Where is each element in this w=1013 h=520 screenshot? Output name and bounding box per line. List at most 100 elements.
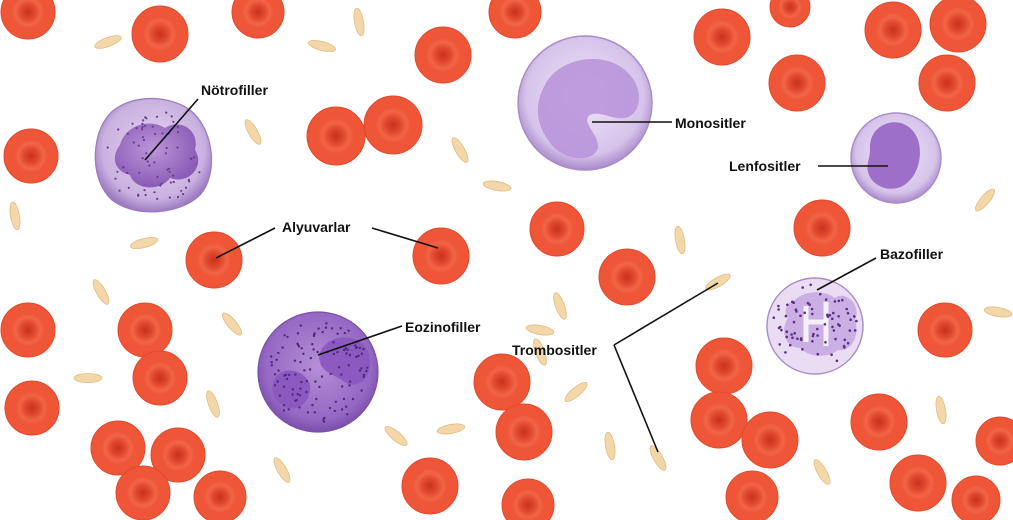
granule [801, 286, 804, 289]
red-blood-cell-center [143, 361, 177, 395]
leader-alyuvarlar-left [215, 227, 276, 259]
leader-eozinofiller [317, 325, 403, 356]
granule [314, 380, 317, 383]
granule [362, 375, 365, 379]
granule [316, 350, 319, 354]
platelet [273, 457, 291, 483]
granule [320, 375, 324, 378]
granule [778, 343, 781, 346]
granule [360, 389, 363, 392]
neutrophil-cell [94, 97, 213, 213]
granule [296, 392, 299, 396]
granule [296, 343, 300, 346]
granule [141, 157, 144, 160]
granule [791, 336, 794, 340]
granule [790, 333, 793, 336]
granule [830, 353, 833, 357]
granule [853, 315, 856, 318]
leader-notrofiller [144, 98, 199, 161]
leader-lines [144, 98, 888, 453]
granule [318, 385, 321, 389]
granule [348, 384, 351, 387]
granule [306, 411, 310, 414]
granule [168, 196, 171, 199]
platelet [221, 312, 243, 336]
granule [824, 341, 827, 344]
granule [286, 335, 289, 339]
granule [277, 369, 280, 372]
granule [355, 346, 359, 349]
granule [299, 360, 302, 364]
granule [277, 351, 280, 355]
granule [835, 359, 839, 363]
granule [346, 348, 349, 351]
granule [810, 307, 814, 311]
granule [300, 380, 303, 384]
granule [322, 418, 325, 421]
platelet [130, 236, 158, 250]
granule [303, 369, 306, 372]
granule [127, 186, 130, 189]
red-blood-cell-center [203, 480, 237, 514]
granule [360, 352, 363, 355]
platelet [983, 306, 1013, 318]
granule [141, 122, 144, 125]
granule [287, 408, 290, 411]
red-blood-cell-center [511, 488, 545, 520]
platelet [813, 459, 831, 485]
granule [144, 193, 147, 197]
granule [828, 313, 832, 317]
red-blood-cell-center [928, 313, 962, 347]
granule [334, 400, 337, 403]
platelet [384, 425, 408, 447]
platelet [525, 324, 555, 336]
granule [180, 189, 183, 192]
granule [278, 394, 282, 397]
granule [831, 317, 834, 321]
granule [826, 313, 829, 317]
labels: Nötrofiller Alyuvarlar Eozinofiller Mono… [201, 82, 944, 358]
granule [143, 124, 147, 127]
granule [305, 379, 309, 383]
granule [355, 355, 358, 358]
granule [168, 170, 171, 173]
granule [275, 358, 278, 361]
red-blood-cell-center [900, 465, 936, 501]
granule [811, 340, 814, 343]
platelet [92, 279, 110, 305]
red-blood-cell-center [196, 242, 232, 278]
granule [299, 387, 302, 390]
granule [788, 343, 792, 347]
red-blood-cell-center [318, 118, 354, 154]
granule [291, 388, 295, 391]
granule [189, 157, 192, 160]
red-blood-cell-center [126, 476, 160, 510]
granule [357, 354, 360, 358]
red-blood-cell-center [861, 404, 897, 440]
granule [288, 373, 291, 377]
granule [285, 377, 289, 381]
red-blood-cell-center [779, 65, 815, 101]
granule [309, 356, 312, 360]
granule [348, 353, 352, 357]
granule [328, 406, 332, 410]
granule [780, 328, 783, 332]
granule [282, 385, 286, 388]
leader-bazofiller [816, 257, 877, 291]
granule [281, 346, 284, 349]
granule [799, 337, 803, 340]
granule [305, 390, 308, 394]
granule [114, 177, 117, 180]
granule [148, 164, 151, 167]
granule [137, 194, 140, 197]
granule [155, 115, 159, 118]
basophil-cell [766, 277, 864, 375]
granule [106, 146, 109, 149]
platelet [94, 35, 122, 49]
granule [270, 364, 273, 367]
granule [146, 160, 149, 163]
red-blood-cell-center [484, 364, 520, 400]
granule [801, 348, 804, 351]
granule [329, 372, 332, 376]
